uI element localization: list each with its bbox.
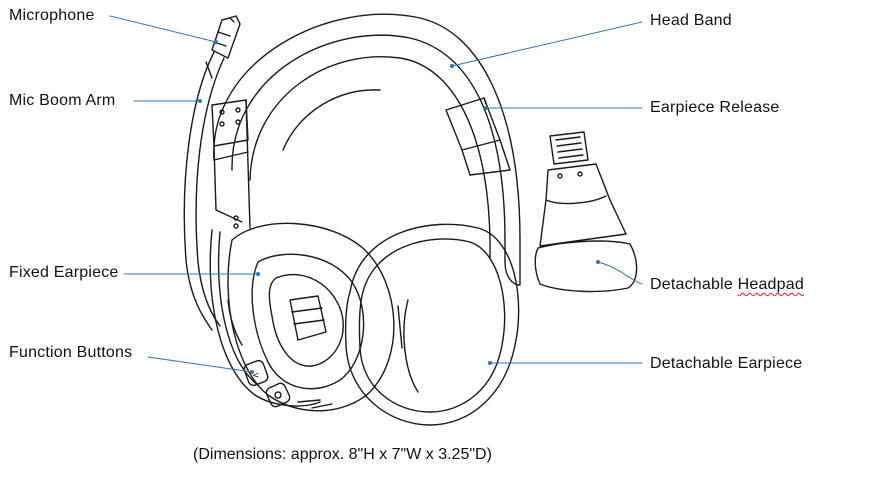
fixed-earpiece-drawing: <	[209, 222, 395, 412]
label-earpiece-release: Earpiece Release	[650, 99, 780, 116]
left-slider-drawing	[211, 99, 251, 229]
label-detachable-headpad-prefix: Detachable	[650, 276, 738, 293]
label-fixed-earpiece: Fixed Earpiece	[9, 264, 119, 281]
label-microphone: Microphone	[9, 7, 95, 24]
leader-dots	[198, 40, 600, 374]
label-detachable-headpad-word: Headpad	[737, 276, 804, 293]
earpiece-release-drawing	[445, 97, 511, 176]
label-function-buttons: Function Buttons	[9, 344, 133, 361]
label-detachable-headpad: Detachable Headpad	[650, 276, 804, 294]
detachable-earpiece-drawing	[344, 223, 520, 426]
label-detachable-earpiece: Detachable Earpiece	[650, 355, 803, 372]
label-mic-boom-arm: Mic Boom Arm	[9, 92, 116, 109]
detachable-headpad-drawing	[534, 131, 638, 293]
mic-boom-arm-drawing	[183, 51, 225, 331]
dimensions-caption: (Dimensions: approx. 8"H x 7"W x 3.25"D)	[193, 446, 492, 463]
leader-lines	[109, 15, 643, 373]
label-head-band: Head Band	[650, 12, 732, 29]
microphone-drawing	[211, 15, 241, 59]
svg-text:<: <	[252, 371, 260, 381]
head-band-drawing	[213, 13, 521, 286]
function-buttons-drawing: <	[243, 359, 333, 409]
